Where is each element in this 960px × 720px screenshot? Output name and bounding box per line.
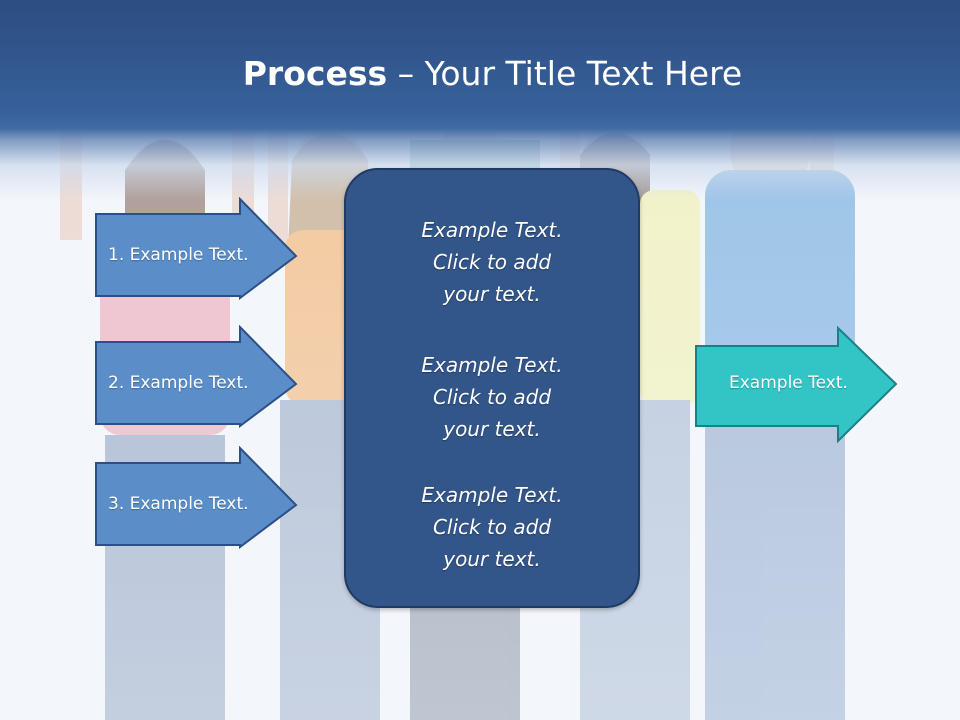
arrow-right-shape (95, 446, 298, 549)
result-arrow-label: Example Text. (729, 373, 848, 393)
center-line: Example Text. (421, 218, 563, 242)
center-line: Example Text. (421, 483, 563, 507)
center-line: Click to add (432, 385, 552, 409)
result-arrow[interactable]: Example Text. (694, 326, 900, 444)
center-text-block-2[interactable]: Example Text. Click to add your text. (346, 349, 638, 445)
arrow-right-shape (95, 325, 298, 428)
center-text-block-3[interactable]: Example Text. Click to add your text. (346, 479, 638, 575)
center-line: your text. (443, 282, 541, 306)
center-line: your text. (443, 547, 541, 571)
title-rest: – Your Title Text Here (387, 54, 743, 93)
arrow-right-shape (695, 326, 898, 444)
process-arrow-label: 1. Example Text. (108, 245, 249, 265)
title-band (0, 0, 960, 200)
process-arrow-label: 3. Example Text. (108, 494, 249, 514)
process-arrow-2[interactable]: 2. Example Text. (94, 325, 300, 429)
title-bold: Process (242, 54, 388, 93)
center-line: Click to add (432, 515, 552, 539)
center-line: Example Text. (421, 353, 563, 377)
center-content-box[interactable]: Example Text. Click to add your text. Ex… (344, 168, 640, 608)
process-arrow-3[interactable]: 3. Example Text. (94, 446, 300, 550)
slide-title[interactable]: Process – Your Title Text Here (0, 52, 960, 96)
center-line: Click to add (432, 250, 552, 274)
process-arrow-label: 2. Example Text. (108, 373, 249, 393)
center-text-block-1[interactable]: Example Text. Click to add your text. (346, 214, 638, 310)
arrow-right-shape (95, 197, 298, 300)
process-arrow-1[interactable]: 1. Example Text. (94, 197, 300, 301)
center-line: your text. (443, 417, 541, 441)
